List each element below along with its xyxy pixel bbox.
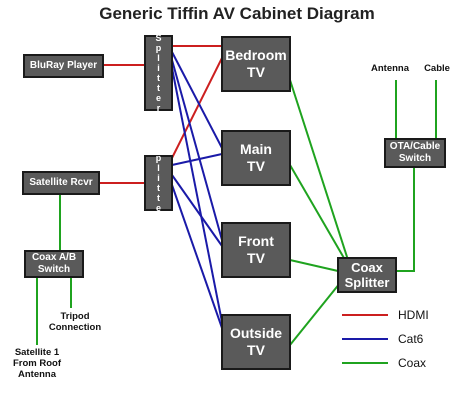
- satellite-receiver-box: Satellite Rcvr: [22, 171, 100, 195]
- splitter1-letter: e: [155, 93, 161, 103]
- bluray-player-box: BluRay Player: [23, 54, 104, 78]
- splitter2-letter: t: [157, 183, 160, 193]
- splitter1-letter: i: [157, 63, 160, 73]
- satellite-receiver-label: Satellite Rcvr: [29, 177, 93, 188]
- cat6-s2-main: [171, 153, 223, 166]
- main-tv-box: Main TV: [221, 130, 291, 186]
- coax-splitter-to-ota: [396, 167, 415, 272]
- bedroom-tv-line2: TV: [247, 64, 265, 80]
- cat6-s1-front: [171, 59, 223, 241]
- legend-cat6-label: Cat6: [398, 332, 424, 346]
- coax-splitter-line2: Splitter: [344, 275, 390, 290]
- splitter2-letter: r: [156, 213, 161, 223]
- ota-cable-switch-box: OTA/Cable Switch: [384, 138, 446, 168]
- coax-splitter-box: Coax Splitter: [337, 257, 397, 293]
- front-tv-line2: TV: [247, 250, 265, 266]
- splitter2-letter: t: [157, 193, 160, 203]
- cat6-s2-front: [171, 174, 223, 247]
- splitter2-letter: l: [157, 163, 160, 173]
- splitter1-letter: t: [157, 73, 160, 83]
- ota-cable-line1: OTA/Cable: [389, 141, 441, 152]
- satellite1-label: Satellite 1 From Roof Antenna: [4, 347, 70, 380]
- coax-main-to-splitter: [289, 164, 349, 266]
- ota-cable-line2: Switch: [398, 153, 432, 164]
- splitter1-letter: l: [157, 53, 160, 63]
- legend-hdmi-label: HDMI: [398, 308, 429, 322]
- sat1-line2: From Roof: [12, 358, 62, 369]
- hdmi-splitter-1: S p l i t t e r: [144, 33, 173, 113]
- tripod-line2: Connection: [48, 322, 102, 333]
- bluray-player-label: BluRay Player: [29, 60, 98, 71]
- main-tv-line2: TV: [247, 158, 265, 174]
- outside-tv-box: Outside TV: [221, 314, 291, 370]
- main-tv-line1: Main: [240, 141, 272, 157]
- cat6-s1-outside: [171, 67, 223, 323]
- splitter2-letter: p: [155, 153, 162, 163]
- front-tv-line1: Front: [238, 233, 274, 249]
- coax-outside-to-splitter: [289, 282, 341, 346]
- legend-coax-label: Coax: [398, 356, 427, 370]
- tripod-connection-label: Tripod Connection: [44, 311, 106, 333]
- hdmi-splitter-2: S p l i t t e r: [144, 143, 173, 223]
- splitter1-letter: S: [155, 33, 162, 43]
- coax-bedroom-to-splitter: [289, 79, 349, 261]
- splitter2-letter: e: [155, 203, 161, 213]
- bedroom-tv-line1: Bedroom: [225, 47, 287, 63]
- outside-tv-line1: Outside: [229, 325, 283, 341]
- splitter1-letter: p: [155, 43, 162, 53]
- sat1-line1: Satellite 1: [14, 347, 60, 358]
- bedroom-tv-box: Bedroom TV: [221, 36, 291, 92]
- coax-ab-switch-box: Coax A/B Switch: [24, 250, 84, 278]
- cable-label: Cable: [424, 63, 450, 74]
- diagram-title: Generic Tiffin AV Cabinet Diagram: [99, 4, 375, 23]
- coax-ab-line1: Coax A/B: [31, 252, 77, 263]
- cat6-s2-outside: [171, 184, 223, 329]
- splitter2-letter: i: [157, 173, 160, 183]
- coax-front-to-splitter: [289, 259, 339, 272]
- cat6-s1-main: [171, 51, 223, 149]
- splitter2-letter: S: [155, 143, 162, 153]
- coax-splitter-line1: Coax: [351, 260, 383, 275]
- coax-ab-line2: Switch: [37, 264, 71, 275]
- sat1-line3: Antenna: [18, 369, 56, 380]
- outside-tv-line2: TV: [247, 342, 265, 358]
- front-tv-box: Front TV: [221, 222, 291, 278]
- tripod-line1: Tripod: [60, 311, 90, 322]
- splitter1-letter: t: [157, 83, 160, 93]
- hdmi-splitter2-to-bedroom: [171, 57, 223, 159]
- splitter1-letter: r: [156, 103, 161, 113]
- antenna-label: Antenna: [371, 63, 409, 74]
